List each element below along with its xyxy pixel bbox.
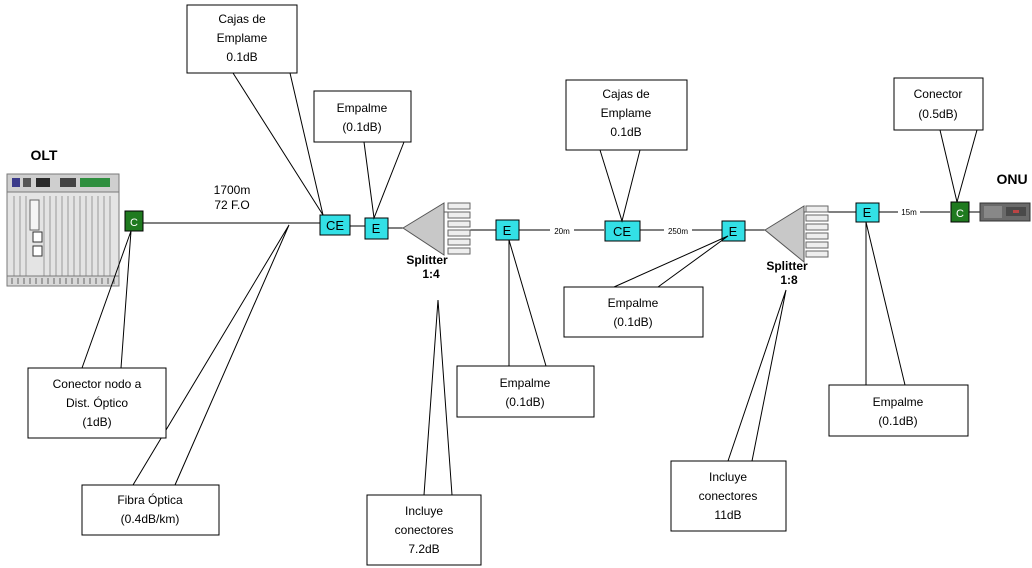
svg-text:Conector nodo a: Conector nodo a [53, 377, 142, 391]
leader-cajas-2 [599, 149, 641, 223]
svg-text:11dB: 11dB [714, 508, 741, 522]
svg-text:E: E [729, 224, 738, 239]
svg-text:0.1dB: 0.1dB [610, 125, 641, 139]
svg-text:Empalme: Empalme [608, 296, 659, 310]
svg-text:Conector: Conector [914, 87, 963, 101]
callout-conector-nodo: Conector nodo a Dist. Óptico (1dB) [27, 367, 167, 439]
svg-text:Incluye: Incluye [405, 504, 443, 518]
svg-text:CE: CE [326, 218, 344, 233]
svg-text:(0.4dB/km): (0.4dB/km) [121, 512, 180, 526]
link-fibers-label: 72 F.O [214, 198, 249, 212]
olt-rack [6, 173, 120, 287]
splice-4-marker: E [855, 202, 880, 223]
svg-text:conectores: conectores [699, 489, 758, 503]
svg-text:Cajas de: Cajas de [218, 12, 266, 26]
svg-text:Empalme: Empalme [500, 376, 551, 390]
leader-incluye-2 [727, 289, 787, 462]
splitter-1-name: Splitter [406, 253, 448, 267]
svg-text:C: C [956, 208, 964, 220]
link-length-label: 1700m [214, 183, 251, 197]
svg-text:Emplame: Emplame [217, 31, 268, 45]
svg-text:conectores: conectores [395, 523, 454, 537]
svg-text:Empalme: Empalme [873, 395, 924, 409]
callout-conector-onu: Conector (0.5dB) [893, 77, 984, 131]
leader-conector-nodo [81, 230, 132, 369]
svg-text:(0.1dB): (0.1dB) [613, 315, 652, 329]
splice-2-marker: E [495, 219, 520, 241]
leader-cajas-1 [232, 72, 324, 216]
connector-olt-marker: C [124, 210, 144, 232]
leader-empalme-4 [865, 221, 906, 386]
segment-15m-label: 15m [901, 208, 917, 217]
callout-fibra-optica: Fibra Óptica (0.4dB/km) [81, 484, 220, 536]
svg-text:0.1dB: 0.1dB [226, 50, 257, 64]
callout-incluye-2: Incluye conectores 11dB [670, 460, 787, 532]
svg-text:(0.5dB): (0.5dB) [918, 107, 957, 121]
splice-box-2-marker: CE [604, 220, 641, 242]
olt-label: OLT [31, 147, 58, 163]
splitter-2-ratio: 1:8 [780, 273, 798, 287]
leader-fibra [132, 224, 290, 486]
svg-text:(1dB): (1dB) [82, 415, 111, 429]
leader-empalme-1 [363, 141, 405, 220]
svg-text:E: E [863, 205, 872, 220]
callout-incluye-1: Incluye conectores 7.2dB [366, 494, 482, 566]
leader-conector-onu [939, 129, 978, 203]
callout-cajas-2: Cajas de Emplame 0.1dB [565, 79, 688, 151]
splitter-1-ratio: 1:4 [422, 267, 440, 281]
callout-empalme-3: Empalme (0.1dB) [563, 286, 704, 338]
splice-box-1-marker: CE [319, 214, 351, 236]
svg-text:Cajas de: Cajas de [602, 87, 650, 101]
svg-text:Empalme: Empalme [337, 101, 388, 115]
leader-incluye-1 [423, 299, 453, 496]
svg-text:(0.1dB): (0.1dB) [505, 395, 544, 409]
splice-1-marker: E [364, 217, 389, 240]
svg-text:E: E [503, 223, 512, 238]
svg-text:E: E [372, 221, 381, 236]
onu-device [979, 202, 1031, 222]
svg-text:Emplame: Emplame [601, 106, 652, 120]
callout-cajas-1: Cajas de Emplame 0.1dB [186, 4, 298, 74]
svg-text:CE: CE [613, 224, 631, 239]
callout-empalme-4: Empalme (0.1dB) [828, 384, 969, 437]
splitter-2-shape [764, 205, 829, 264]
connector-onu-marker: C [950, 201, 970, 223]
svg-text:Dist. Óptico: Dist. Óptico [66, 395, 128, 410]
splitter-2-name: Splitter [766, 259, 808, 273]
leader-empalme-2 [508, 239, 547, 367]
svg-text:C: C [130, 217, 138, 229]
svg-text:7.2dB: 7.2dB [408, 542, 439, 556]
leader-empalme-3 [613, 235, 729, 288]
callout-empalme-1: Empalme (0.1dB) [313, 90, 412, 143]
onu-label: ONU [996, 171, 1027, 187]
svg-text:Incluye: Incluye [709, 470, 747, 484]
svg-text:(0.1dB): (0.1dB) [878, 414, 917, 428]
segment-250m-label: 250m [668, 227, 688, 236]
callout-empalme-2: Empalme (0.1dB) [456, 365, 595, 418]
segment-20m-label: 20m [554, 227, 570, 236]
svg-text:Fibra Óptica: Fibra Óptica [117, 492, 183, 507]
svg-text:(0.1dB): (0.1dB) [342, 120, 381, 134]
splitter-1-shape [402, 202, 471, 256]
